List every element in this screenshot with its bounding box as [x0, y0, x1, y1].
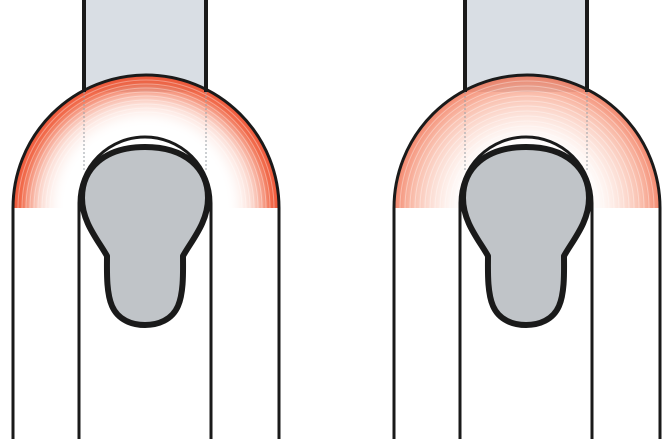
left-panel — [0, 0, 300, 439]
right-panel — [380, 0, 665, 439]
core-keyhole — [463, 147, 589, 325]
core-keyhole — [82, 147, 208, 325]
